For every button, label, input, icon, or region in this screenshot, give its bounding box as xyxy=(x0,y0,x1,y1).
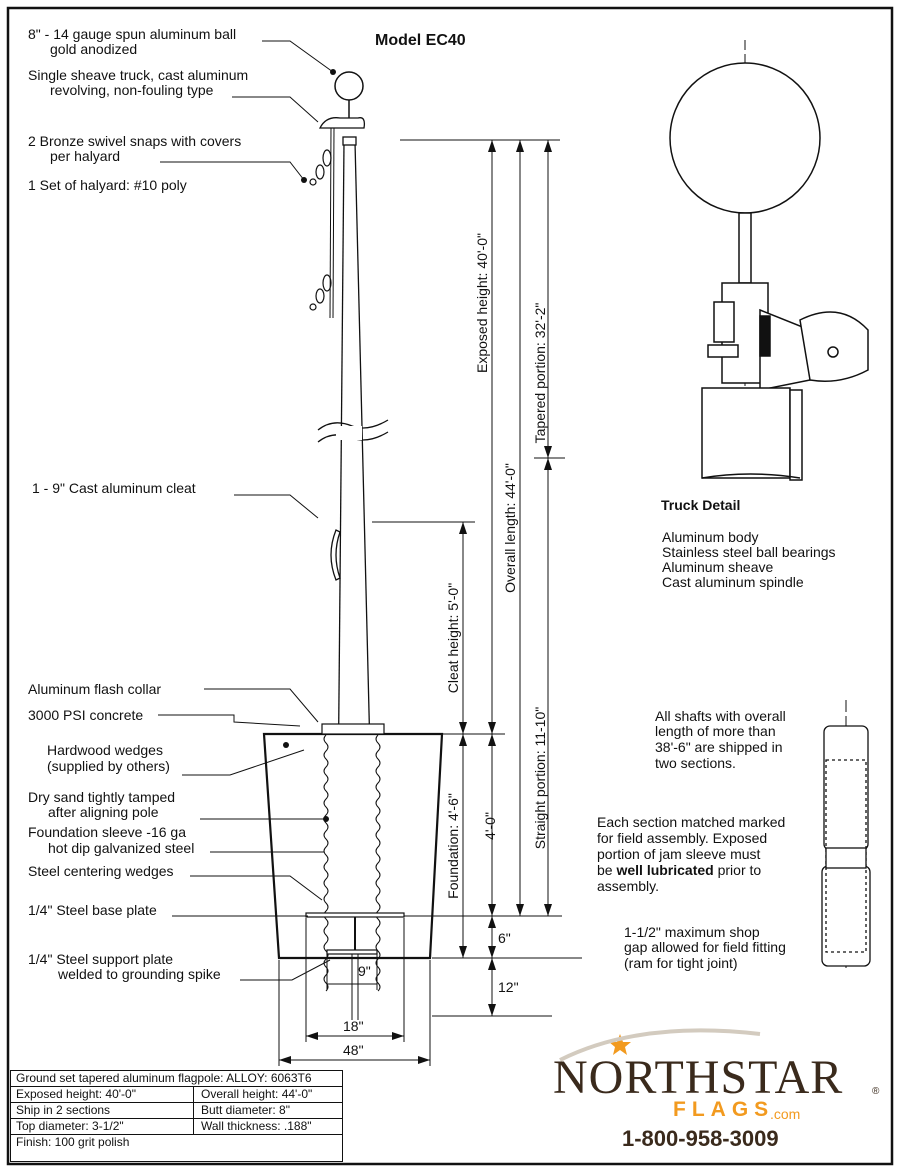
section-note-line: Each section matched marked xyxy=(597,814,786,830)
truck-detail-drawing xyxy=(669,40,869,481)
spec-table: Ground set tapered aluminum flagpole: AL… xyxy=(10,1070,343,1162)
label-ball-1: 8" - 14 gauge spun aluminum ball xyxy=(28,26,237,42)
section-detail-drawing xyxy=(821,700,871,972)
section-note-line: be well lubricated prior to xyxy=(597,862,762,878)
dim-twelve: 12" xyxy=(498,979,519,995)
dim-nine: 9" xyxy=(358,963,371,979)
shafts-note-line: 38'-6" are shipped in xyxy=(655,739,783,755)
label-snaps-1: 2 Bronze swivel snaps with covers xyxy=(28,133,242,149)
truck-item: Cast aluminum spindle xyxy=(662,574,804,590)
label-truck-2: revolving, non-fouling type xyxy=(50,82,214,98)
sheet-border xyxy=(6,6,894,1166)
label-support-plate-1: 1/4" Steel support plate xyxy=(28,951,174,967)
label-truck-1: Single sheave truck, cast aluminum xyxy=(28,67,249,83)
logo-registered-mark: ® xyxy=(872,1086,880,1097)
dim-cleat-height: Cleat height: 5'-0" xyxy=(445,582,461,694)
label-snaps-2: per halyard xyxy=(50,148,121,164)
label-wedges-2: (supplied by others) xyxy=(47,758,170,774)
table-row: Top diameter: 3-1/2"Wall thickness: .188… xyxy=(11,1119,342,1135)
label-base-plate: 1/4" Steel base plate xyxy=(28,902,157,918)
shafts-note-line: All shafts with overall xyxy=(655,708,786,724)
dim-tapered-portion: Tapered portion: 32'-2" xyxy=(532,302,548,444)
dim-foundation: Foundation: 4'-6" xyxy=(445,793,461,899)
label-flash-collar: Aluminum flash collar xyxy=(28,681,162,697)
dim-exposed-height: Exposed height: 40'-0" xyxy=(474,233,490,373)
shafts-note-line: length of more than xyxy=(655,723,776,739)
logo-com-text: .com xyxy=(770,1106,801,1122)
dim-straight-portion: Straight portion: 11-10" xyxy=(532,706,548,850)
support-plate xyxy=(326,949,378,955)
gap-note-line: (ram for tight joint) xyxy=(624,955,738,971)
label-sleeve-2: hot dip galvanized steel xyxy=(48,840,195,856)
dim-six: 6" xyxy=(498,930,511,946)
logo-flags-text: FLAGS xyxy=(673,1098,775,1121)
label-sand-2: after aligning pole xyxy=(48,804,159,820)
base-plate xyxy=(305,912,405,918)
truck-item: Aluminum body xyxy=(662,529,759,545)
label-sleeve-1: Foundation sleeve -16 ga xyxy=(28,824,186,840)
dim-sleeve-depth: 4'-0" xyxy=(482,812,498,840)
dimension-arrows xyxy=(279,140,552,1064)
model-title: Model EC40 xyxy=(375,32,466,49)
truck-item: Aluminum sheave xyxy=(662,559,774,575)
section-note-line: for field assembly. Exposed xyxy=(597,830,768,846)
truck-detail-title: Truck Detail xyxy=(661,497,741,513)
label-ball-2: gold anodized xyxy=(50,41,138,57)
logo-northstar-text: NORTHSTAR xyxy=(553,1051,844,1104)
swivel-snap-icon xyxy=(309,274,332,311)
dim-fortyeight: 48" xyxy=(343,1042,364,1058)
shafts-note-line: two sections. xyxy=(655,755,736,771)
foundation-sleeve xyxy=(323,734,329,992)
gap-note-line: gap allowed for field fitting xyxy=(624,939,786,955)
gap-note-line: 1-1/2" maximum shop xyxy=(624,924,760,940)
dim-eighteen: 18" xyxy=(343,1018,364,1034)
table-row: Exposed height: 40'-0"Overall height: 44… xyxy=(11,1087,342,1103)
phone-number[interactable]: 1-800-958-3009 xyxy=(622,1126,779,1151)
swivel-snap-icon xyxy=(309,149,332,186)
label-support-plate-2: welded to grounding spike xyxy=(58,966,221,982)
label-concrete: 3000 PSI concrete xyxy=(28,707,144,723)
flash-collar xyxy=(321,723,385,735)
section-note-line: assembly. xyxy=(597,878,659,894)
leader-dots xyxy=(283,69,336,822)
northstar-logo xyxy=(559,1028,761,1062)
foundation-sleeve xyxy=(375,734,381,992)
section-note-line: portion of jam sleeve must xyxy=(597,846,761,862)
cleat-icon xyxy=(330,529,341,581)
table-row: Ground set tapered aluminum flagpole: AL… xyxy=(11,1071,342,1087)
label-sand-1: Dry sand tightly tamped xyxy=(28,789,176,805)
table-row: Finish: 100 grit polish xyxy=(16,1135,130,1149)
truck-icon xyxy=(318,117,366,129)
label-cleat: 1 - 9" Cast aluminum cleat xyxy=(32,480,196,496)
label-centering: Steel centering wedges xyxy=(28,863,174,879)
ball-icon xyxy=(334,71,364,101)
label-wedges-1: Hardwood wedges xyxy=(47,742,163,758)
label-halyard: 1 Set of halyard: #10 poly xyxy=(28,177,187,193)
truck-item: Stainless steel ball bearings xyxy=(662,544,836,560)
dim-overall-length: Overall length: 44'-0" xyxy=(502,463,518,593)
foundation-concrete xyxy=(262,732,444,960)
leader-lines xyxy=(158,40,334,981)
